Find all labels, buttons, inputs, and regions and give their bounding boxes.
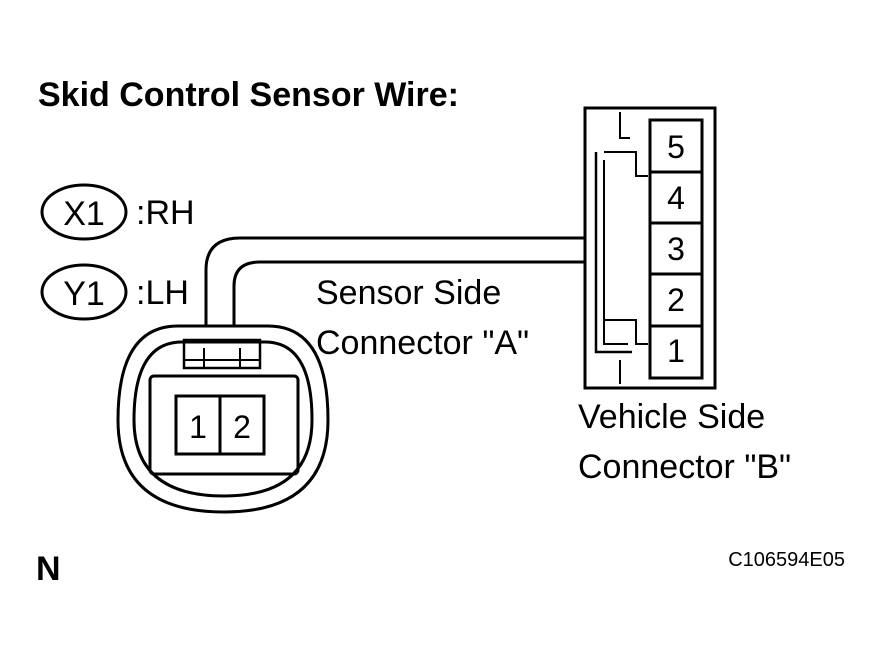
vehicle-connector-inner-rail-2 — [603, 160, 628, 345]
vehicle-connector-pin-column — [648, 118, 704, 380]
vehicle-connector-label-line1: Vehicle Side — [578, 398, 765, 436]
vehicle-pin-5: 5 — [667, 129, 685, 165]
corner-mark: N — [36, 550, 61, 588]
sensor-connector-label-line2: Connector "A" — [316, 324, 529, 362]
wire-harness-inner — [232, 260, 585, 327]
wire-harness — [204, 236, 585, 327]
sensor-connector-body — [116, 324, 330, 514]
legend-code-rh: X1 — [63, 195, 105, 233]
vehicle-pin-3: 3 — [667, 231, 685, 267]
legend-badge-rh — [40, 183, 128, 241]
sensor-connector-latch — [182, 338, 262, 370]
vehicle-connector-upper-key — [604, 151, 648, 177]
vehicle-connector-top-notch — [619, 112, 630, 139]
legend-item-lh: Y1 :LH — [40, 263, 189, 321]
legend-side-rh: :RH — [136, 194, 195, 232]
vehicle-connector-label-line2: Connector "B" — [578, 448, 791, 486]
sensor-connector-cavity — [148, 374, 300, 476]
sensor-connector-label-line1: Sensor Side — [316, 274, 501, 312]
legend-badge-lh — [40, 263, 128, 321]
sensor-connector — [116, 324, 330, 514]
sensor-connector-inner-rim — [132, 340, 314, 498]
vehicle-connector-body — [583, 106, 717, 390]
diagram-title: Skid Control Sensor Wire: — [38, 76, 459, 114]
vehicle-pin-4: 4 — [667, 180, 685, 216]
sensor-pin-1: 1 — [189, 409, 207, 445]
legend-item-rh: X1 :RH — [40, 183, 195, 241]
legend-code-lh: Y1 — [63, 275, 105, 313]
vehicle-connector-inner-rail — [594, 152, 632, 354]
vehicle-pin-2: 2 — [667, 282, 685, 318]
figure-code: C106594E05 — [728, 549, 845, 571]
vehicle-connector — [583, 106, 717, 390]
wire-harness-outer — [204, 236, 585, 327]
sensor-pin-2: 2 — [233, 409, 251, 445]
legend-side-lh: :LH — [136, 274, 189, 312]
vehicle-pin-1: 1 — [667, 333, 685, 369]
vehicle-connector-lower-key — [604, 319, 648, 345]
